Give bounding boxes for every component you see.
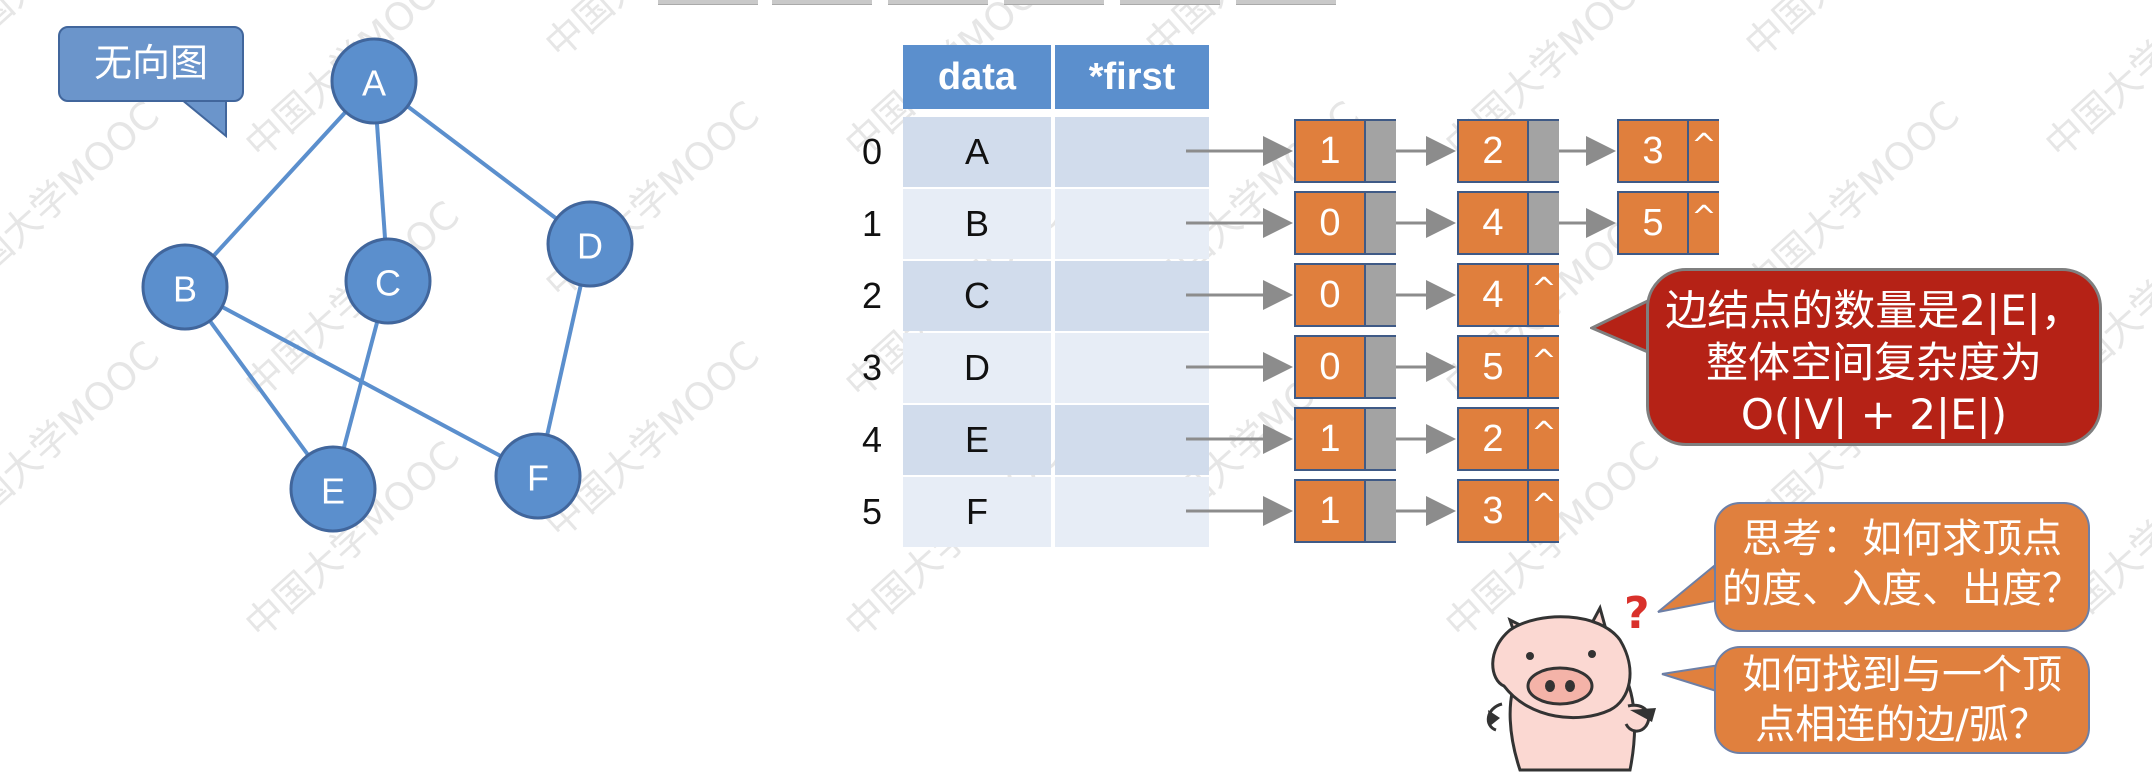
vertex-label: F — [527, 458, 549, 499]
top-tab-stub — [772, 0, 872, 5]
edge-node: 4^ — [1457, 263, 1559, 327]
vertex-B — [141, 243, 229, 331]
row-index: 1 — [861, 203, 883, 244]
complexity-callout: 边结点的数量是2|E|， 整体空间复杂度为 O(|V| + 2|E|) — [1646, 268, 2102, 446]
complexity-line-2: 整体空间复杂度为 — [1705, 338, 2042, 387]
edge-node: 4 — [1457, 191, 1559, 255]
null-pointer: ^ — [1529, 265, 1559, 325]
edge-node: 5^ — [1617, 191, 1719, 255]
header-data: data — [903, 45, 1051, 109]
row-index: 4 — [861, 419, 883, 460]
table-cell-first-pointer — [1055, 261, 1209, 331]
edge-node-vertex-index: 5 — [1619, 193, 1689, 253]
degree-line-1: 思考：如何求顶点 — [1742, 516, 2062, 562]
table-cell-first-pointer — [1055, 189, 1209, 259]
vertex-label: E — [321, 471, 345, 512]
table-cell-first-pointer — [1055, 333, 1209, 403]
graph-type-label: 无向图 — [58, 26, 244, 102]
top-tab-stub — [1004, 0, 1104, 5]
complexity-line-3: O(|V| + 2|E|) — [1740, 390, 2008, 439]
edge-node: 3^ — [1457, 479, 1559, 543]
null-pointer: ^ — [1689, 193, 1719, 253]
graph-edge-A-D — [372, 79, 592, 246]
edge-node: 0 — [1294, 335, 1396, 399]
table-cell-first-pointer — [1055, 477, 1209, 547]
table-cell-data: E — [903, 405, 1051, 475]
vertex-F — [494, 432, 582, 520]
top-tab-stub — [1120, 0, 1220, 5]
next-pointer — [1529, 121, 1559, 181]
null-pointer: ^ — [1529, 481, 1559, 541]
edge-node: 2 — [1457, 119, 1559, 183]
next-pointer — [1366, 409, 1396, 469]
next-pointer — [1366, 193, 1396, 253]
next-pointer — [1366, 337, 1396, 397]
top-tab-stub — [888, 0, 988, 5]
row-index: 0 — [861, 131, 883, 172]
table-cell-first-pointer — [1055, 405, 1209, 475]
complexity-line-1: 边结点的数量是2|E|， — [1665, 286, 2083, 335]
edge-node-vertex-index: 3 — [1619, 121, 1689, 181]
next-pointer — [1366, 481, 1396, 541]
next-pointer — [1529, 193, 1559, 253]
vertex-D — [546, 200, 634, 288]
neighbors-line-1: 如何找到与一个顶 — [1742, 652, 2062, 698]
neighbors-question-callout: 如何找到与一个顶 点相连的边/弧？ — [1714, 646, 2090, 754]
edge-node-vertex-index: 3 — [1459, 481, 1529, 541]
edge-node-vertex-index: 0 — [1296, 337, 1366, 397]
vertex-E — [289, 445, 377, 533]
arrow-group — [1186, 136, 1616, 526]
edge-node: 0 — [1294, 263, 1396, 327]
edge-node: 2^ — [1457, 407, 1559, 471]
table-cell-data: F — [903, 477, 1051, 547]
edge-node: 1 — [1294, 407, 1396, 471]
edge-node-vertex-index: 4 — [1459, 193, 1529, 253]
degree-line-2: 的度、入度、出度？ — [1722, 566, 2082, 612]
top-tab-stub — [1236, 0, 1336, 5]
edge-node-vertex-index: 2 — [1459, 121, 1529, 181]
table-cell-data: A — [903, 117, 1051, 187]
pig-mascot-icon: ? — [1486, 590, 1656, 772]
edge-node-vertex-index: 4 — [1459, 265, 1529, 325]
table-cell-data: C — [903, 261, 1051, 331]
undirected-graph: A B C D E F — [141, 37, 634, 533]
table-cell-data: D — [903, 333, 1051, 403]
table-cell-first-pointer — [1055, 117, 1209, 187]
next-pointer — [1366, 265, 1396, 325]
vertex-label: D — [577, 226, 603, 267]
edge-node: 1 — [1294, 479, 1396, 543]
edge-node: 0 — [1294, 191, 1396, 255]
table-cell-data: B — [903, 189, 1051, 259]
header-first: *first — [1055, 45, 1209, 109]
null-pointer: ^ — [1529, 337, 1559, 397]
next-pointer — [1366, 121, 1396, 181]
row-index: 3 — [861, 347, 883, 388]
edge-node: 5^ — [1457, 335, 1559, 399]
edge-node-vertex-index: 1 — [1296, 121, 1366, 181]
edge-node-vertex-index: 0 — [1296, 265, 1366, 325]
top-tab-stub — [658, 0, 758, 5]
edge-node-vertex-index: 0 — [1296, 193, 1366, 253]
row-index: 2 — [861, 275, 883, 316]
edge-node: 3^ — [1617, 119, 1719, 183]
edge-node-vertex-index: 1 — [1296, 409, 1366, 469]
degree-question-callout: 思考：如何求顶点 的度、入度、出度？ — [1714, 502, 2090, 632]
neighbors-line-2: 点相连的边/弧？ — [1755, 702, 2049, 748]
vertex-label: C — [375, 263, 401, 304]
edge-node: 1 — [1294, 119, 1396, 183]
null-pointer: ^ — [1689, 121, 1719, 181]
edge-node-vertex-index: 5 — [1459, 337, 1529, 397]
vertex-A — [330, 37, 418, 125]
graph-vertices: A B C D E F — [141, 37, 634, 533]
vertex-label: A — [362, 63, 386, 104]
question-mark: ? — [1624, 590, 1650, 639]
edge-node-vertex-index: 2 — [1459, 409, 1529, 469]
vertex-label: B — [173, 269, 197, 310]
vertex-C — [344, 237, 432, 325]
edge-node-vertex-index: 1 — [1296, 481, 1366, 541]
null-pointer: ^ — [1529, 409, 1559, 469]
graph-edge-A-B — [183, 79, 376, 289]
row-index: 5 — [861, 491, 883, 532]
